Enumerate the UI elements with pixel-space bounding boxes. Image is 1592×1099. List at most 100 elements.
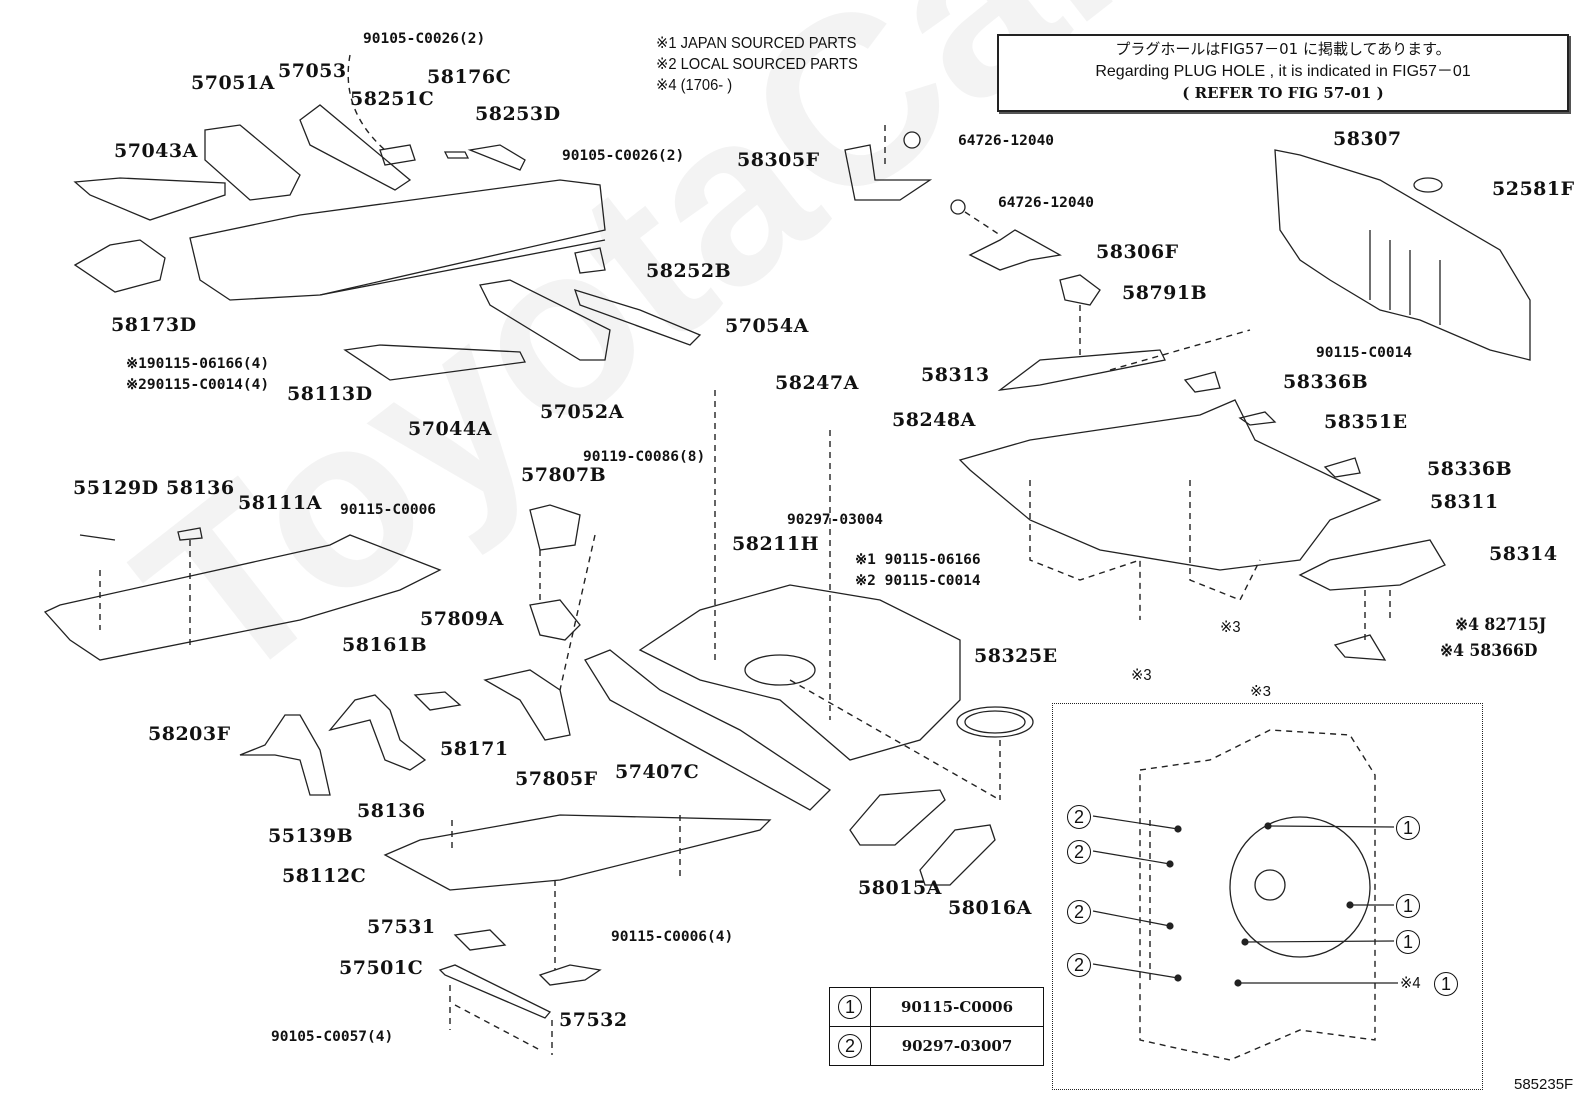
fastener-legend-table: 1 90115-C0006 2 90297-03007: [829, 987, 1044, 1066]
part-label-55139b[interactable]: 55139B: [268, 825, 354, 847]
part-shape-58211h: [638, 584, 961, 761]
part-label-58203f[interactable]: 58203F: [148, 723, 231, 745]
part-shape-57044a: [343, 344, 526, 381]
part-label-57809a[interactable]: 57809A: [420, 608, 504, 630]
part-label-58305f[interactable]: 58305F: [737, 149, 820, 171]
part-label-90115-c0006-4[interactable]: 90115-C0006(4): [611, 929, 734, 945]
legend-symbol-cell: 1: [829, 987, 871, 1027]
part-label-57051a[interactable]: 57051A: [191, 72, 275, 94]
note-local-sourced: ※2 LOCAL SOURCED PARTS: [656, 56, 858, 73]
part-shape-58111a: [43, 534, 442, 661]
part-label-58791b[interactable]: 58791B: [1122, 282, 1208, 304]
part-label-58136-a[interactable]: 58136: [166, 477, 235, 499]
inset-box: [1052, 703, 1483, 1090]
part-label-58336b-a[interactable]: 58336B: [1283, 371, 1369, 393]
part-label-57054a[interactable]: 57054A: [725, 315, 809, 337]
part-label-58016a[interactable]: 58016A: [948, 897, 1032, 919]
part-label-58176c[interactable]: 58176C: [427, 66, 512, 88]
part-label-58173d[interactable]: 58173D: [111, 314, 197, 336]
reference-japanese: プラグホールはFIG57－01 に掲載してあります。: [1115, 40, 1451, 58]
part-label-90297-03004[interactable]: 90297-03004: [787, 512, 884, 528]
part-label-90115-c0006[interactable]: 90115-C0006: [340, 502, 437, 518]
part-shape-58791b: [1059, 274, 1101, 306]
part-label-58306f[interactable]: 58306F: [1096, 241, 1179, 263]
part-label-58253d[interactable]: 58253D: [475, 103, 561, 125]
part-label-57052a[interactable]: 57052A: [540, 401, 624, 423]
part-label-57531[interactable]: 57531: [367, 916, 436, 938]
part-label-58015a[interactable]: 58015A: [858, 877, 942, 899]
part-label-58113d[interactable]: 58113D: [287, 383, 373, 405]
part-shape-57501c: [438, 964, 552, 1019]
part-label-58251c[interactable]: 58251C: [350, 88, 435, 110]
part-label-57805f[interactable]: 57805F: [515, 768, 598, 790]
part-label-64726-12040-a[interactable]: 64726-12040: [958, 133, 1055, 149]
part-shape-57807b: [529, 504, 581, 551]
part-shape-58112c: [383, 814, 772, 891]
legend-part-cell[interactable]: 90115-C0006: [870, 987, 1044, 1027]
part-label-90115-06166-4[interactable]: ※190115-06166(4): [126, 356, 270, 372]
part-label-58248a[interactable]: 58248A: [892, 409, 976, 431]
part-label-90115-c0014[interactable]: 90115-C0014: [1316, 345, 1413, 361]
part-label-52581f[interactable]: 52581F: [1492, 178, 1575, 200]
part-label-58351e[interactable]: 58351E: [1324, 411, 1408, 433]
part-shape-58311: [958, 399, 1382, 571]
part-label-90115-c0014-b[interactable]: ※2 90115-C0014: [855, 573, 981, 589]
part-shape-58253d: [467, 144, 526, 171]
legend-row: 1 90115-C0006: [829, 987, 1044, 1027]
part-label-57807b[interactable]: 57807B: [521, 464, 607, 486]
part-label-82715j[interactable]: ※4 82715J: [1455, 615, 1547, 635]
inset-callout-1: 1: [1396, 930, 1420, 954]
part-label-90105-c0026-top[interactable]: 90105-C0026(2): [363, 31, 486, 47]
part-label-58136-b[interactable]: 58136: [357, 800, 426, 822]
part-label-58112c[interactable]: 58112C: [282, 865, 367, 887]
legend-part-cell[interactable]: 90297-03007: [870, 1026, 1044, 1066]
part-label-58211h[interactable]: 58211H: [732, 533, 820, 555]
part-label-58161b[interactable]: 58161B: [342, 634, 428, 656]
part-label-58311[interactable]: 58311: [1430, 491, 1499, 513]
part-shape-58176c: [443, 151, 470, 159]
part-label-58313[interactable]: 58313: [921, 364, 990, 386]
part-label-57407c[interactable]: 57407C: [615, 761, 700, 783]
part-shape-57407c: [584, 649, 832, 811]
inset-callout-2: 2: [1067, 900, 1091, 924]
inset-callout-1: 1: [1396, 894, 1420, 918]
part-label-90115-c0014-4[interactable]: ※290115-C0014(4): [126, 377, 270, 393]
part-shape-57054a: [573, 289, 702, 346]
part-label-90119-c0086[interactable]: 90119-C0086(8): [583, 449, 706, 465]
inset-callout-2: 2: [1067, 840, 1091, 864]
part-shape-58203f: [239, 714, 331, 796]
part-shape-58161b: [328, 694, 427, 771]
part-label-90105-c0057[interactable]: 90105-C0057(4): [271, 1029, 394, 1045]
reference-link[interactable]: ( REFER TO FIG 57-01 ): [1182, 84, 1384, 102]
part-label-90115-06166[interactable]: ※1 90115-06166: [855, 552, 981, 568]
part-shape-57805f: [483, 669, 571, 741]
legend-symbol-cell: 2: [829, 1026, 871, 1066]
part-shape-57051a: [204, 124, 301, 201]
part-label-57044a[interactable]: 57044A: [408, 418, 492, 440]
part-shape-58336b-a: [1183, 371, 1221, 393]
part-shape-58173d: [73, 239, 166, 293]
part-label-55129d[interactable]: 55129D: [73, 477, 159, 499]
note-japan-sourced: ※1 JAPAN SOURCED PARTS: [656, 35, 857, 52]
part-label-58247a[interactable]: 58247A: [775, 372, 859, 394]
part-label-58366d[interactable]: ※4 58366D: [1440, 641, 1538, 661]
part-label-57501c[interactable]: 57501C: [339, 957, 424, 979]
inset-callout-2: 2: [1067, 805, 1091, 829]
part-label-58336b-b[interactable]: 58336B: [1427, 458, 1513, 480]
part-label-58252b[interactable]: 58252B: [646, 260, 732, 282]
part-label-58171[interactable]: 58171: [440, 738, 509, 760]
part-label-57043a[interactable]: 57043A: [114, 140, 198, 162]
part-label-57053[interactable]: 57053: [278, 60, 347, 82]
part-label-57532[interactable]: 57532: [559, 1009, 628, 1031]
part-label-58307[interactable]: 58307: [1333, 128, 1402, 150]
part-label-58314[interactable]: 58314: [1489, 543, 1558, 565]
part-label-58111a[interactable]: 58111A: [238, 492, 322, 514]
part-label-90105-c0026-mid[interactable]: 90105-C0026(2): [562, 148, 685, 164]
circled-number-icon: 2: [838, 1034, 862, 1058]
part-label-64726-12040-b[interactable]: 64726-12040: [998, 195, 1095, 211]
part-shape-58314: [1298, 539, 1446, 591]
part-label-58325e[interactable]: 58325E: [974, 645, 1058, 667]
part-shape-57531: [453, 929, 507, 951]
circled-number-icon: 1: [838, 995, 862, 1019]
